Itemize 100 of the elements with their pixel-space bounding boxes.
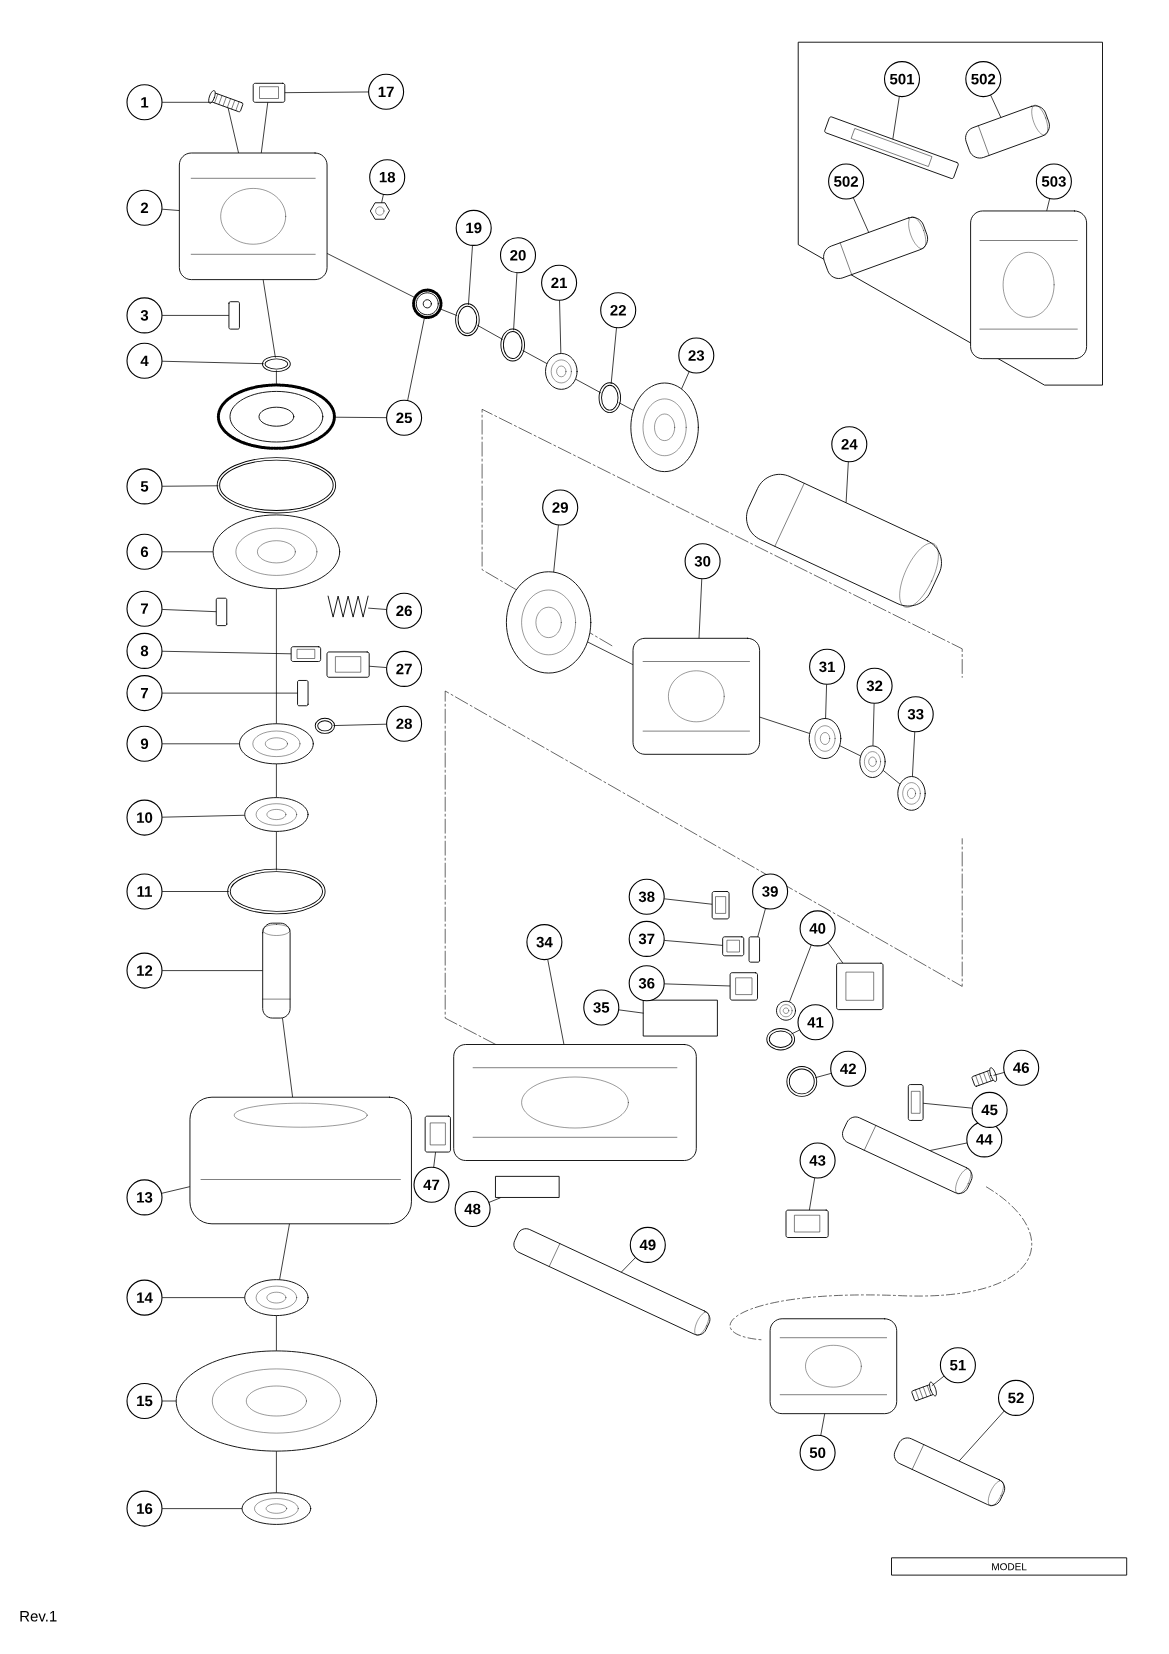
callout-number: 39: [752, 873, 789, 910]
gear-cover-drawing: [178, 152, 328, 281]
callout-number: 18: [369, 159, 406, 196]
leader-line: [892, 96, 900, 140]
leader-line: [827, 942, 843, 964]
plate-drawing: [252, 82, 286, 103]
leader-line: [791, 1029, 800, 1035]
retaining-ring-drawing: [262, 355, 291, 373]
screw-drawing: [297, 680, 309, 707]
callout-number: 20: [499, 237, 537, 274]
callout-number: 9: [126, 725, 163, 762]
callout-number: 41: [797, 1004, 834, 1041]
leader-line: [284, 91, 369, 94]
callout-number: 36: [628, 965, 665, 1002]
bearing-cover-drawing: [630, 382, 699, 473]
screw-drawing: [776, 1000, 796, 1021]
leader-line: [162, 315, 229, 316]
callout-number: 501: [883, 61, 921, 98]
washer-drawing: [244, 797, 309, 832]
callout-number: 51: [939, 1347, 976, 1384]
leader-line: [369, 665, 387, 668]
leader-line: [162, 1400, 177, 1402]
callout-number: 502: [965, 61, 1002, 98]
screw-drawing: [215, 597, 228, 627]
leader-line: [621, 1257, 636, 1273]
switch-drawing: [836, 962, 884, 1011]
callout-number: 45: [971, 1091, 1008, 1128]
carbon-brush-drawing: [711, 891, 730, 920]
callout-number: 7: [126, 675, 163, 712]
callout-number: 16: [126, 1490, 163, 1527]
leader-line: [162, 1297, 245, 1298]
leader-line: [931, 1376, 945, 1386]
leader-line: [162, 208, 180, 211]
callout-number: 49: [629, 1226, 666, 1263]
leader-line: [381, 194, 384, 203]
callout-number: 29: [542, 489, 579, 526]
screw-drawing: [208, 90, 244, 113]
callout-number: 31: [809, 648, 846, 685]
bevel-gear-drawing: [216, 383, 336, 450]
alignment-line: [276, 1451, 277, 1493]
callout-number: 15: [126, 1382, 163, 1420]
plate-drawing: [326, 651, 370, 678]
leader-line: [815, 1073, 832, 1079]
callout-number: 42: [830, 1050, 867, 1087]
callout-number: 52: [997, 1379, 1035, 1416]
callout-number: 14: [126, 1279, 163, 1316]
label-drawing: [495, 1175, 560, 1198]
button-drawing: [424, 1115, 451, 1153]
leader-line: [407, 318, 425, 401]
callout-number: 5: [126, 468, 163, 505]
callout-number: 10: [126, 799, 163, 836]
revision-note: Rev.1: [20, 1611, 57, 1622]
callout-number: 12: [126, 952, 163, 989]
callout-number: 48: [454, 1190, 491, 1228]
cord-clip-drawing: [907, 1084, 924, 1121]
wheel-guard-drawing: [189, 1096, 412, 1225]
callout-number: 40: [799, 910, 836, 947]
leader-line: [488, 1197, 501, 1203]
callout-number: 23: [678, 337, 715, 374]
callout-number: 32: [856, 667, 893, 704]
model-box: MODEL: [891, 1557, 1128, 1576]
alignment-line: [262, 279, 276, 358]
leader-line: [809, 1177, 816, 1211]
alignment-line: [260, 102, 269, 153]
alignment-line: [839, 745, 861, 757]
alignment-line: [276, 1315, 277, 1351]
alignment-line: [276, 763, 277, 798]
callout-number: 27: [386, 650, 423, 687]
spindle-drawing: [262, 922, 291, 1019]
ball-bearing-drawing: [897, 776, 926, 811]
alignment-line: [227, 107, 239, 153]
leader-line: [162, 485, 219, 487]
leader-line: [335, 416, 387, 419]
spring-drawing: [327, 595, 369, 618]
leader-line: [162, 743, 240, 745]
callout-number: 2: [126, 189, 163, 226]
leader-line: [547, 959, 565, 1045]
leader-line: [664, 940, 723, 946]
leader-line: [368, 607, 387, 610]
leader-line: [698, 578, 703, 639]
screw-drawing: [911, 1381, 937, 1402]
side-handle-drawing: [839, 216, 927, 275]
leader-line: [825, 684, 827, 719]
grinding-wheel-drawing: [175, 1350, 378, 1452]
alignment-line: [477, 325, 503, 340]
retaining-ring-drawing: [314, 717, 336, 734]
callout-number: 35: [583, 989, 620, 1026]
leader-line: [162, 891, 229, 892]
alignment-line: [759, 716, 810, 734]
callout-number: 38: [628, 878, 665, 915]
callout-number: 33: [897, 696, 934, 733]
alignment-line: [575, 379, 601, 394]
side-handle-drawing: [978, 104, 1048, 156]
case-drawing: [970, 210, 1088, 360]
nut-drawing: [369, 202, 390, 220]
callout-number: 1: [126, 84, 163, 121]
armature-drawing: [774, 483, 939, 608]
leader-line: [162, 970, 263, 971]
callout-number: 19: [455, 209, 492, 246]
leader-line: [162, 1508, 243, 1509]
